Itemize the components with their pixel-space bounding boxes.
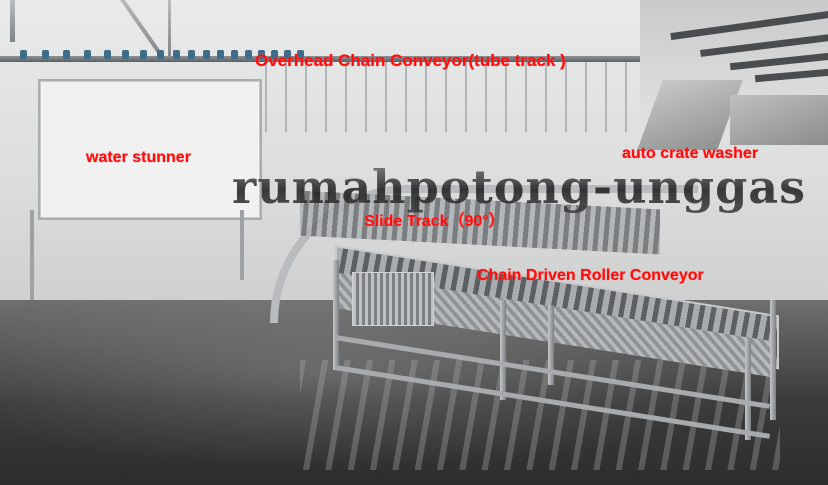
stunner-leg	[240, 210, 244, 280]
label-slide-track: Slide Track（90°）	[364, 213, 505, 230]
shackle	[385, 62, 387, 132]
shackle	[565, 62, 567, 132]
shackle	[365, 62, 367, 132]
shackle	[425, 62, 427, 132]
trolley	[271, 50, 278, 59]
shackle	[525, 62, 527, 132]
label-overhead-conveyor: Overhead Chain Conveyor(tube track )	[255, 51, 566, 70]
label-roller-conveyor: Chain Driven Roller Conveyor	[477, 267, 704, 284]
label-auto-crate-washer: auto crate washer	[622, 145, 759, 162]
trolley	[20, 50, 27, 59]
conveyor-leg	[333, 260, 339, 370]
shackle	[405, 62, 407, 132]
shackle	[345, 62, 347, 132]
conveyor-leg	[770, 300, 776, 420]
trolley	[231, 50, 238, 59]
ceiling-beam	[729, 52, 828, 71]
shackle	[485, 62, 487, 132]
label-water-stunner: water stunner	[86, 149, 191, 166]
trolley	[84, 50, 91, 59]
shackle	[605, 62, 607, 132]
conveyor-leg	[745, 340, 751, 440]
trolley	[157, 50, 164, 59]
shackle	[465, 62, 467, 132]
shackle	[265, 62, 267, 132]
trolley	[173, 50, 180, 59]
shackle	[285, 62, 287, 132]
trolley	[258, 50, 265, 59]
ceiling-beam	[754, 68, 828, 83]
trolley	[203, 50, 210, 59]
ceiling-beam	[670, 10, 828, 41]
conveyor-reflection	[300, 360, 780, 470]
shackle	[325, 62, 327, 132]
conveyor-leg	[548, 305, 554, 385]
trolley	[217, 50, 224, 59]
trolley	[188, 50, 195, 59]
trolley	[42, 50, 49, 59]
shackle	[505, 62, 507, 132]
trolley	[104, 50, 111, 59]
shackle	[545, 62, 547, 132]
shackle	[305, 62, 307, 132]
trolley	[63, 50, 70, 59]
conveyor-leg	[500, 300, 506, 400]
support-pipe	[168, 0, 171, 60]
trolley	[284, 50, 291, 59]
stunner-leg	[30, 210, 34, 320]
crate-washer-body	[730, 95, 828, 145]
shackle	[625, 62, 627, 132]
trolley	[122, 50, 129, 59]
shackle	[445, 62, 447, 132]
trolley	[140, 50, 147, 59]
crate	[352, 272, 434, 326]
overhead-rail	[0, 56, 640, 62]
support-pipe	[10, 0, 15, 42]
trolley	[297, 50, 304, 59]
trolley	[245, 50, 252, 59]
watermark: rumahpotong-unggas	[232, 160, 806, 214]
ceiling-beam	[700, 34, 828, 57]
water-stunner-tank	[38, 79, 262, 220]
shackle	[585, 62, 587, 132]
